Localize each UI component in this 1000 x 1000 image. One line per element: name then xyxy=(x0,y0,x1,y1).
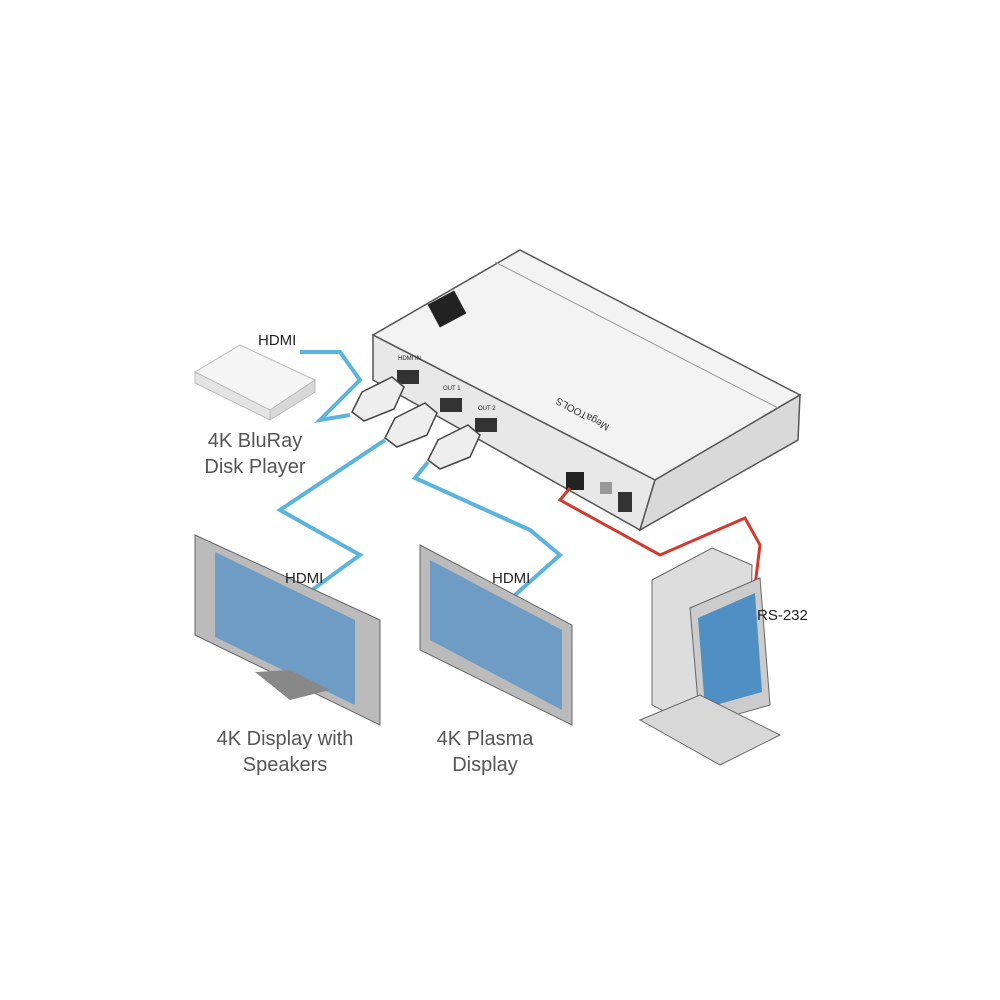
plasma-label: 4K Plasma Display xyxy=(436,728,534,776)
display-speakers-label: 4K Display with Speakers xyxy=(216,728,354,776)
port-in-label: HDMI IN xyxy=(398,356,421,362)
display-with-speakers xyxy=(194,534,381,726)
port-out1-label: OUT 1 xyxy=(443,386,461,392)
hdmi-out1-label: HDMI xyxy=(285,570,324,587)
rs232-label: RS-232 xyxy=(757,607,808,624)
port-out2-label: OUT 2 xyxy=(478,406,496,412)
matrix-device: MegaTOOLS xyxy=(371,249,802,532)
hdmi-plugs xyxy=(351,376,481,470)
hdmi-source-label: HDMI xyxy=(258,332,297,349)
rs232-cable xyxy=(557,487,762,611)
plasma-display xyxy=(419,544,573,726)
computer xyxy=(638,547,782,766)
bluray-label: 4K BluRay Disk Player xyxy=(204,430,306,478)
bluray-player xyxy=(193,344,317,421)
hdmi-cables xyxy=(276,350,564,597)
hdmi-out2-label: HDMI xyxy=(492,570,531,587)
